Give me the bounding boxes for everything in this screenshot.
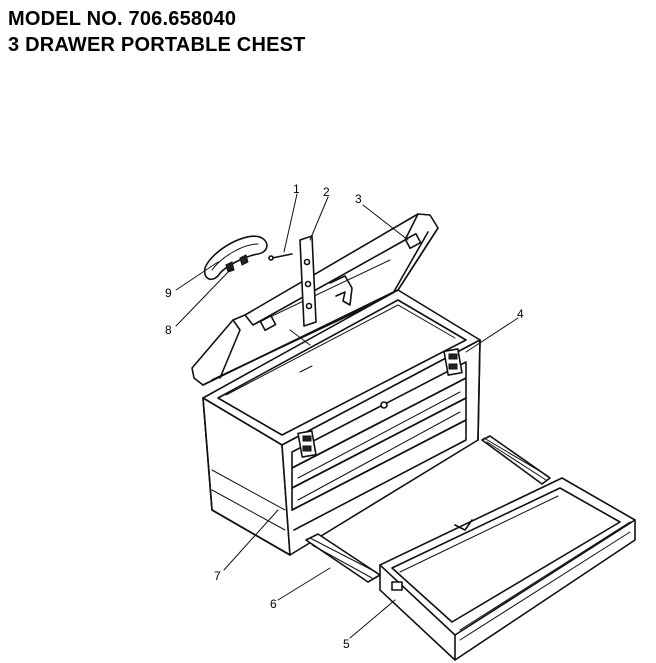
callout-4: 4 xyxy=(517,307,524,321)
hinge-pin xyxy=(268,253,293,261)
front-latch-right xyxy=(443,348,463,376)
carrying-handle xyxy=(203,235,268,281)
drawer-pull xyxy=(391,581,403,591)
callout-6: 6 xyxy=(270,597,277,611)
keyhole xyxy=(380,401,388,409)
callout-3: 3 xyxy=(355,192,362,206)
lid-support-stay xyxy=(299,235,317,327)
callout-5: 5 xyxy=(343,637,350,651)
lid-hinge-right xyxy=(404,232,422,250)
callout-2: 2 xyxy=(323,185,330,199)
callout-8: 8 xyxy=(165,323,172,337)
callout-9: 9 xyxy=(165,286,172,300)
drawer-slide-left xyxy=(305,533,381,583)
front-latch-left xyxy=(297,430,317,458)
callout-1: 1 xyxy=(293,182,300,196)
drawer-slide-right xyxy=(481,435,551,485)
model-number-title: MODEL NO. 706.658040 xyxy=(8,8,237,30)
drawer-pulled-out xyxy=(379,477,636,661)
lid-hinge-left xyxy=(259,314,277,332)
callout-7: 7 xyxy=(214,569,221,583)
product-name-title: 3 DRAWER PORTABLE CHEST xyxy=(8,34,306,56)
callout-leaders xyxy=(175,193,519,639)
chest-body xyxy=(202,289,481,556)
